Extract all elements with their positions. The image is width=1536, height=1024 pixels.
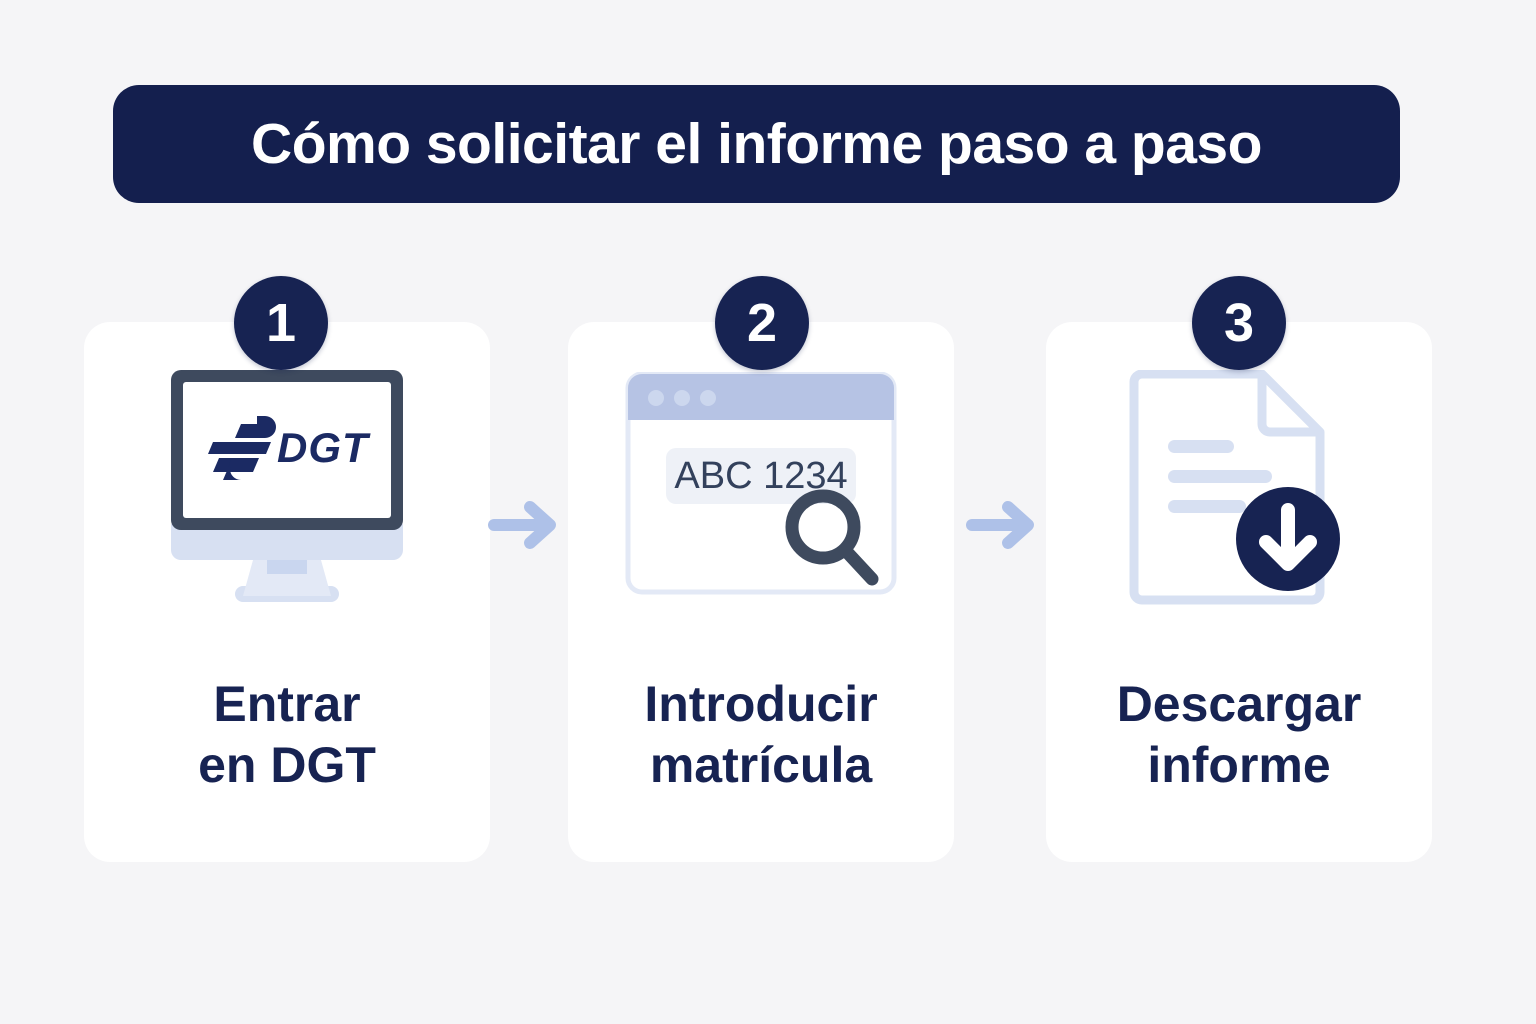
step-3-illustration: [1046, 322, 1432, 652]
step-3-number: 3: [1223, 293, 1255, 353]
step-1-label-line1: Entrar: [213, 676, 361, 732]
step-2-number-badge: 2: [715, 276, 809, 370]
search-icon: [785, 489, 879, 586]
window-dot-1: [648, 390, 664, 406]
step-card-1: DGT Entrar en DGT: [84, 322, 490, 862]
step-2-number: 2: [746, 293, 778, 353]
step-3-number-badge: 3: [1192, 276, 1286, 370]
arrow-step2-to-step3: [966, 495, 1046, 555]
arrow-step1-to-step2: [488, 495, 568, 555]
step-1-label: Entrar en DGT: [84, 674, 490, 796]
doc-line-3: [1168, 499, 1246, 513]
desktop-monitor-dgt-icon: DGT: [171, 370, 403, 602]
step-1-number-badge: 1: [234, 276, 328, 370]
doc-line-2: [1168, 469, 1272, 483]
arrow-right-icon: [966, 501, 1034, 549]
doc-line-1: [1168, 439, 1234, 453]
step-2-label-line1: Introducir: [644, 676, 878, 732]
step-2-label: Introducir matrícula: [568, 674, 954, 796]
plate-input-field: [666, 448, 856, 504]
step-1-illustration: DGT: [84, 322, 490, 652]
step-2-label-line2: matrícula: [649, 737, 873, 793]
step-card-2: ABC 1234 Introducir matrícula: [568, 322, 954, 862]
svg-text:DGT: DGT: [277, 424, 371, 471]
step-3-label-line1: Descargar: [1116, 676, 1362, 732]
page-title: Cómo solicitar el informe paso a paso: [251, 111, 1262, 176]
arrow-right-icon: [488, 501, 556, 549]
step-2-illustration: ABC 1234: [568, 322, 954, 652]
browser-window-search-icon: ABC 1234: [625, 372, 897, 595]
step-3-label-line2: informe: [1147, 737, 1331, 793]
step-1-number: 1: [265, 293, 297, 353]
download-badge-icon: [1236, 486, 1340, 591]
step-1-label-line2: en DGT: [198, 737, 376, 793]
page-title-banner: Cómo solicitar el informe paso a paso: [113, 85, 1400, 203]
window-dot-2: [674, 390, 690, 406]
document-download-icon: [1129, 369, 1340, 604]
step-3-label: Descargar informe: [1046, 674, 1432, 796]
window-dot-3: [700, 390, 716, 406]
step-card-3: Descargar informe: [1046, 322, 1432, 862]
